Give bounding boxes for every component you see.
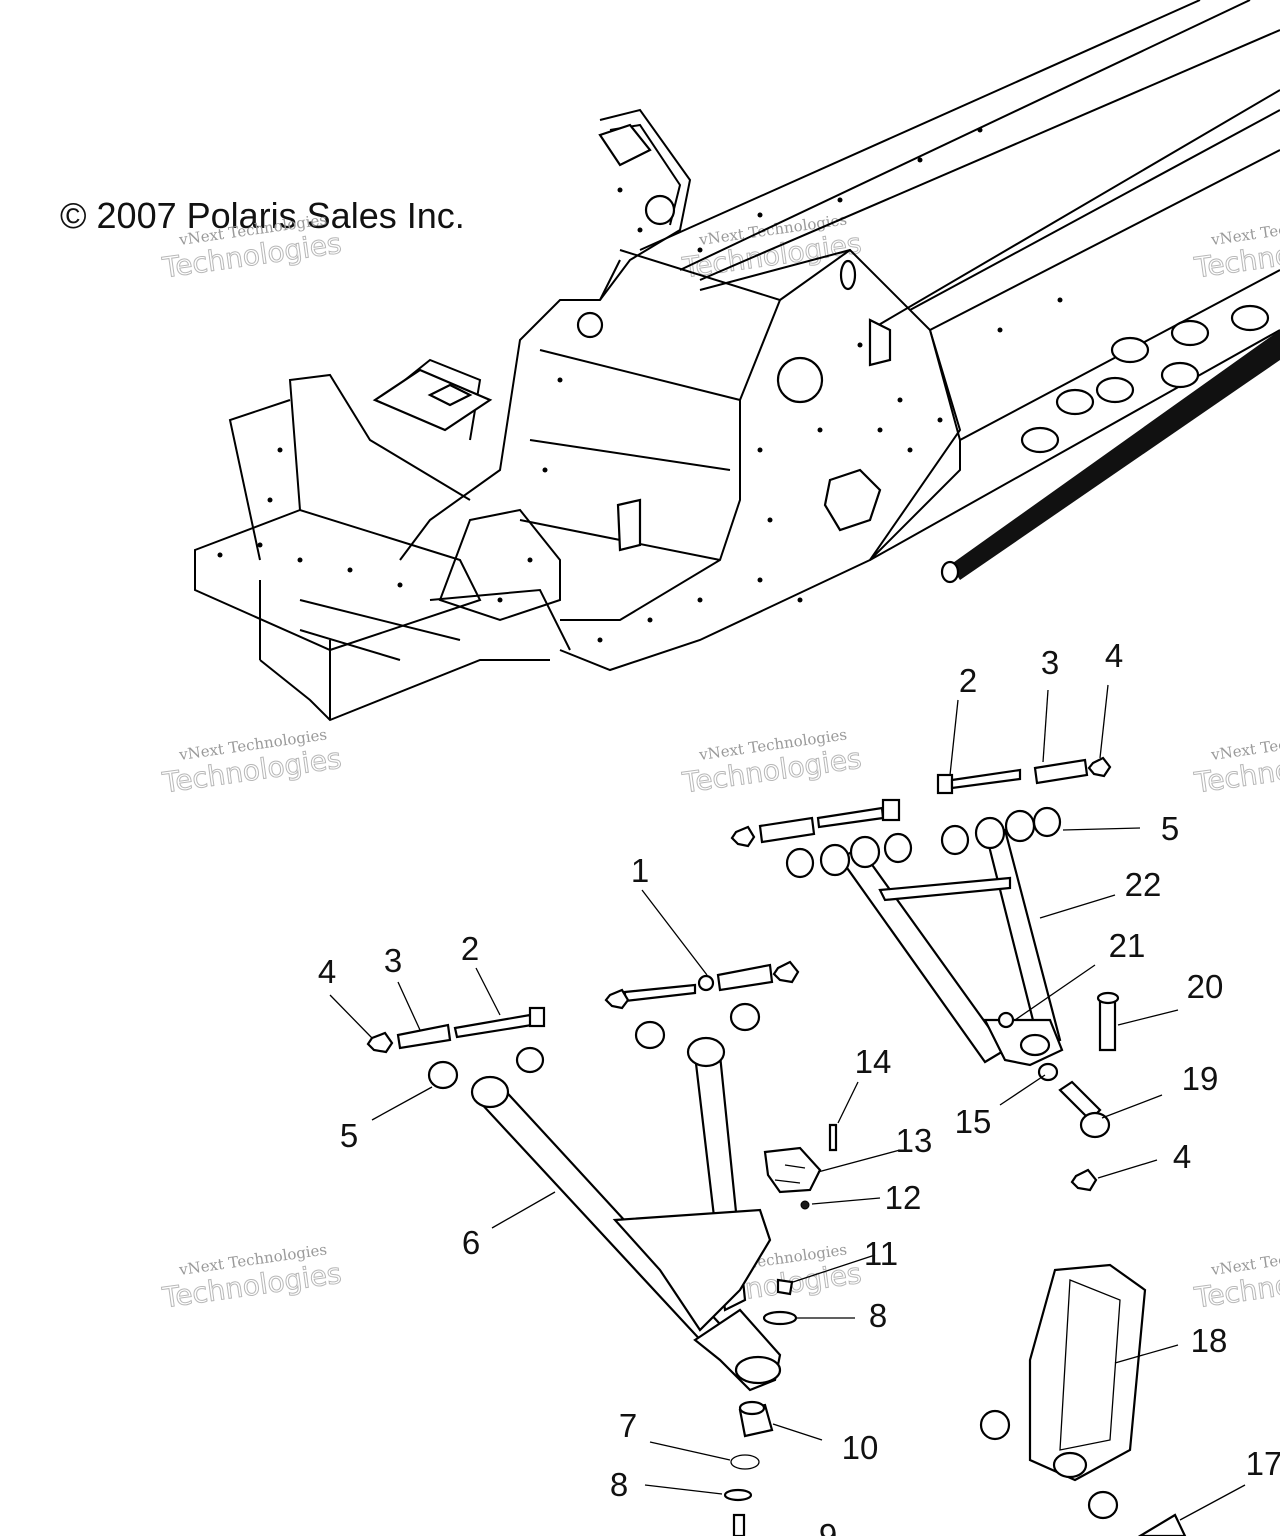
callout-3: 3 — [1041, 644, 1059, 681]
spindle-illustration — [979, 1263, 1187, 1536]
watermark: vNext Technologies Technologies — [159, 1240, 344, 1315]
callout-4: 4 — [318, 953, 336, 990]
watermark: vNext Technologies Technologies — [1191, 1240, 1280, 1315]
chassis-illustration — [194, 0, 1280, 722]
upper-a-arm-illustration — [730, 756, 1120, 1192]
callout-20: 20 — [1187, 968, 1224, 1005]
callout-2: 2 — [461, 930, 479, 967]
lower-a-arm-illustration — [366, 960, 838, 1536]
callout-4: 4 — [1105, 637, 1123, 674]
callout-3: 3 — [384, 942, 402, 979]
watermark: vNext Technologies Technologies — [159, 725, 344, 800]
watermark: vNext Technologies Technologies — [1191, 725, 1280, 800]
callout-labels: 1 2 2 3 3 4 4 4 5 5 6 7 8 8 9 10 11 12 1… — [318, 637, 1280, 1536]
watermark: vNext Technologies Technologies — [679, 725, 864, 800]
callout-10: 10 — [842, 1429, 879, 1466]
callout-17: 17 — [1246, 1445, 1280, 1482]
callout-21: 21 — [1109, 927, 1146, 964]
callout-8: 8 — [610, 1466, 628, 1503]
callout-2: 2 — [959, 662, 977, 699]
callout-19: 19 — [1182, 1060, 1219, 1097]
callout-22: 22 — [1125, 866, 1162, 903]
callout-12: 12 — [885, 1179, 922, 1216]
callout-14: 14 — [855, 1043, 892, 1080]
callout-6: 6 — [462, 1224, 480, 1261]
callout-5: 5 — [340, 1117, 358, 1154]
callout-18: 18 — [1191, 1322, 1228, 1359]
callout-13: 13 — [896, 1122, 933, 1159]
watermark: vNext Technologies Technologies — [1191, 210, 1280, 285]
callout-15: 15 — [955, 1103, 992, 1140]
callout-8: 8 — [869, 1297, 887, 1334]
leader-lines — [329, 684, 1246, 1521]
callout-5: 5 — [1161, 810, 1179, 847]
callout-4: 4 — [1173, 1138, 1191, 1175]
callout-9: 9 — [819, 1517, 837, 1536]
callout-1: 1 — [631, 852, 649, 889]
copyright-text: © 2007 Polaris Sales Inc. — [60, 195, 465, 236]
callout-11: 11 — [864, 1235, 898, 1272]
callout-7: 7 — [619, 1407, 637, 1444]
